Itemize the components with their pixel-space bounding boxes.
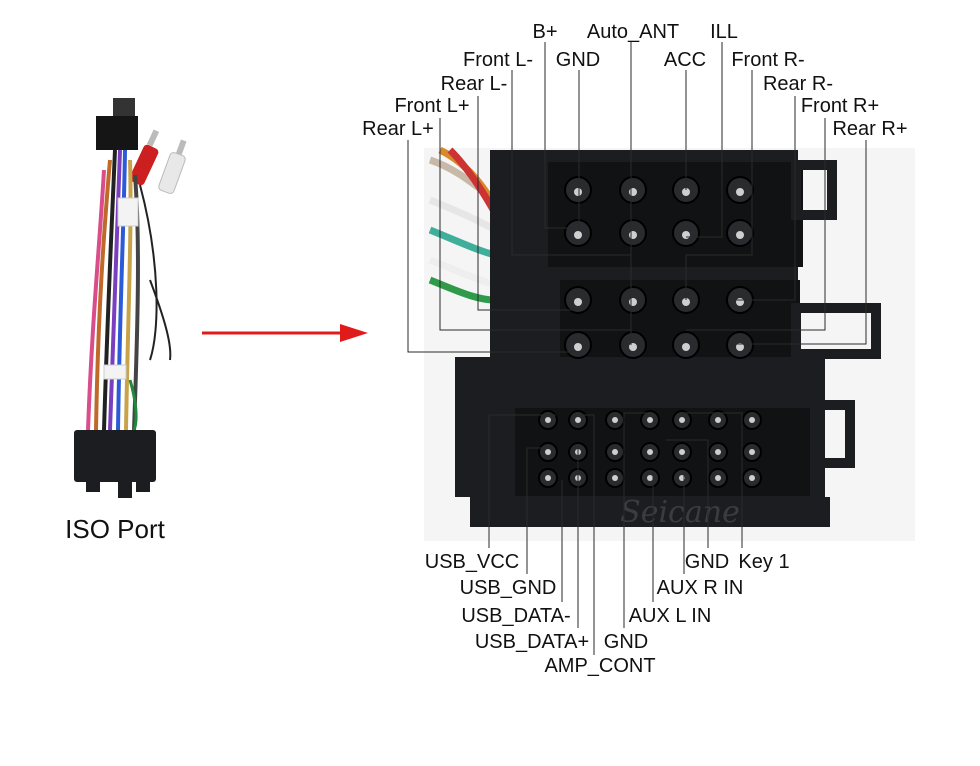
label-usb-data-minus: USB_DATA- bbox=[461, 605, 570, 627]
pin-contact bbox=[647, 449, 653, 455]
label-ill: ILL bbox=[710, 21, 738, 43]
leader-front-l-minus bbox=[511, 70, 632, 300]
pin-contact bbox=[545, 475, 551, 481]
pin-contact bbox=[682, 343, 690, 351]
label-gnd2: GND bbox=[604, 631, 648, 653]
pin-contact bbox=[612, 449, 618, 455]
pin-contact bbox=[545, 449, 551, 455]
leader-usb-vcc bbox=[488, 414, 556, 548]
leader-rear-l-plus bbox=[407, 140, 575, 353]
label-rear-r-plus: Rear R+ bbox=[832, 118, 907, 140]
pin-contact bbox=[736, 188, 744, 196]
bottom-labels: USB_VCC GND Key 1 USB_GND AUX R IN USB_D… bbox=[425, 551, 790, 677]
pin-contact bbox=[736, 343, 744, 351]
leader-front-l-plus bbox=[439, 118, 631, 331]
cable-bundle bbox=[86, 149, 172, 431]
pin-contact bbox=[574, 298, 582, 306]
pin-contact bbox=[715, 475, 721, 481]
leader-key1 bbox=[682, 412, 743, 548]
label-front-l-plus: Front L+ bbox=[394, 95, 469, 117]
label-front-r-plus: Front R+ bbox=[801, 95, 879, 117]
pin-contact bbox=[575, 417, 581, 423]
pin-contact bbox=[715, 449, 721, 455]
usb-boot bbox=[96, 116, 138, 150]
leader-front-r-minus bbox=[685, 70, 753, 300]
label-rear-l-minus: Rear L- bbox=[441, 73, 508, 95]
leader-b-plus bbox=[544, 42, 575, 229]
pin-contact bbox=[647, 417, 653, 423]
label-auto-ant: Auto_ANT bbox=[587, 21, 679, 43]
pin-contact bbox=[647, 475, 653, 481]
label-aux-l-in: AUX L IN bbox=[629, 605, 712, 627]
pin-contact bbox=[574, 343, 582, 351]
pin-contact bbox=[749, 449, 755, 455]
label-amp-cont: AMP_CONT bbox=[544, 655, 655, 677]
leader-rear-r-plus bbox=[730, 140, 867, 345]
middle-latch bbox=[791, 303, 881, 359]
usb-plug bbox=[113, 98, 135, 118]
leader-lines bbox=[407, 42, 867, 655]
cable-tag bbox=[117, 197, 139, 227]
pin-contact bbox=[629, 343, 637, 351]
label-usb-data-plus: USB_DATA+ bbox=[475, 631, 589, 653]
upper-latch bbox=[791, 160, 837, 220]
pin-contact bbox=[629, 188, 637, 196]
pin-contact bbox=[679, 417, 685, 423]
label-front-l-minus: Front L- bbox=[463, 49, 533, 71]
label-b-plus: B+ bbox=[532, 21, 557, 43]
lower-latch bbox=[815, 400, 855, 468]
pin-contact bbox=[715, 417, 721, 423]
pin-contact bbox=[574, 188, 582, 196]
pin-contact bbox=[629, 298, 637, 306]
pin-contact bbox=[682, 231, 690, 239]
label-aux-r-in: AUX R IN bbox=[657, 577, 744, 599]
label-usb-vcc: USB_VCC bbox=[425, 551, 519, 573]
pin-contact bbox=[682, 298, 690, 306]
label-rear-l-plus: Rear L+ bbox=[362, 118, 434, 140]
label-rear-r-minus: Rear R- bbox=[763, 73, 833, 95]
watermark-text: Seicane bbox=[620, 495, 740, 530]
pin-contact bbox=[612, 417, 618, 423]
label-front-r-minus: Front R- bbox=[731, 49, 804, 71]
pin-contact bbox=[629, 231, 637, 239]
pin-contact bbox=[545, 417, 551, 423]
pin-contact bbox=[612, 475, 618, 481]
leader-usb-gnd bbox=[526, 447, 548, 574]
leader-rear-r-minus bbox=[735, 96, 796, 301]
pin-contact bbox=[749, 475, 755, 481]
label-gnd-key: GND bbox=[685, 551, 729, 573]
top-labels: B+ Auto_ANT ILL Front L- GND ACC Front R… bbox=[362, 21, 907, 140]
pin-contact bbox=[736, 231, 744, 239]
cable-tie bbox=[103, 364, 127, 380]
label-usb-gnd: USB_GND bbox=[460, 577, 557, 599]
leader-ill bbox=[686, 42, 723, 238]
pin-contact bbox=[574, 231, 582, 239]
pin-contact bbox=[749, 417, 755, 423]
leader-rear-l-minus bbox=[477, 96, 575, 311]
arrow-head bbox=[340, 324, 368, 342]
label-key1: Key 1 bbox=[738, 551, 789, 573]
leader-amp-cont bbox=[580, 414, 595, 655]
leader-gnd2 bbox=[623, 412, 650, 628]
leader-gnd-key bbox=[666, 439, 709, 548]
label-gnd: GND bbox=[556, 49, 600, 71]
pin-holes bbox=[538, 176, 762, 488]
leader-front-r-plus bbox=[686, 118, 826, 331]
iso-port-caption: ISO Port bbox=[65, 514, 165, 544]
pin-contact bbox=[679, 449, 685, 455]
pin-contact bbox=[736, 298, 744, 306]
pin-contact bbox=[682, 188, 690, 196]
label-acc: ACC bbox=[664, 49, 706, 71]
iso-connector-block bbox=[74, 430, 156, 482]
